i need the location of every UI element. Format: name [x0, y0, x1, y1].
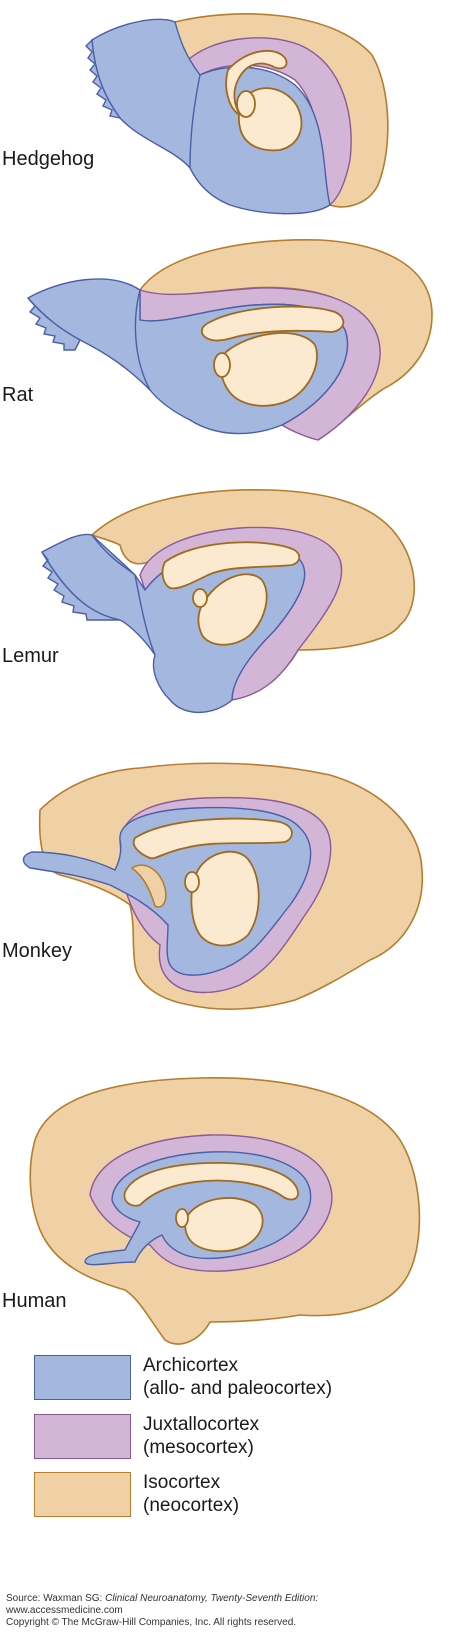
legend-text-juxtallocortex: Juxtallocortex (mesocortex): [143, 1413, 259, 1459]
hedgehog-sulcus: [189, 74, 201, 169]
human-inner-core: [184, 1197, 264, 1253]
monkey-inner-nucleus: [184, 871, 200, 893]
legend-archicortex-title: Archicortex: [143, 1355, 239, 1376]
lemur-inner-crescent: [161, 541, 301, 590]
lemur-inner-nucleus: [192, 588, 208, 608]
label-rat: Rat: [2, 384, 34, 406]
source-url: www.accessmedicine.com: [6, 1605, 123, 1616]
legend-swatch-juxtallocortex: [34, 1414, 131, 1459]
lemur-sulcus: [91, 534, 156, 656]
hedgehog-inner-nucleus: [236, 90, 256, 118]
rat-olfactory-edge: [27, 297, 81, 351]
lemur-olfactory-edge: [41, 551, 121, 621]
rat-brain: [26, 239, 433, 441]
legend-isocortex-subtitle: (neocortex): [143, 1495, 240, 1516]
label-human: Human: [2, 1290, 67, 1312]
legend-isocortex-title: Isocortex: [143, 1472, 221, 1493]
hedgehog-olfactory-edge: [85, 38, 122, 120]
monkey-inner-crescent: [132, 817, 293, 860]
human-brain: [29, 1077, 421, 1345]
rat-inner-core: [220, 332, 318, 407]
source-book-title: Clinical Neuroanatomy, Twenty-Seventh Ed…: [105, 1593, 319, 1604]
monkey-inner-core: [190, 850, 260, 947]
hedgehog-archicortex: [91, 18, 331, 215]
monkey-brain: [22, 762, 424, 1010]
rat-inner-crescent: [200, 305, 345, 342]
monkey-temporal-notch: [130, 864, 167, 908]
hedgehog-brain: [85, 13, 389, 215]
legend-swatch-archicortex: [34, 1355, 131, 1400]
source-prefix: Source: Waxman SG:: [6, 1593, 106, 1604]
legend-juxtallocortex-subtitle: (mesocortex): [143, 1437, 254, 1458]
rat-sulcus: [134, 289, 151, 391]
lemur-inner-core: [197, 573, 268, 646]
hedgehog-juxtallocortex: [187, 37, 352, 207]
source-copyright: Copyright © The McGraw-Hill Companies, I…: [6, 1617, 297, 1628]
legend-archicortex-subtitle: (allo- and paleocortex): [143, 1378, 333, 1399]
legend-text-isocortex: Isocortex (neocortex): [143, 1471, 239, 1517]
source-credit: Source: Waxman SG: Clinical Neuroanatomy…: [6, 1593, 318, 1629]
legend-swatch-isocortex: [34, 1472, 131, 1517]
label-monkey: Monkey: [2, 940, 73, 962]
label-hedgehog: Hedgehog: [2, 148, 95, 170]
rat-inner-nucleus: [213, 352, 231, 378]
human-inner-nucleus: [175, 1208, 189, 1228]
human-inner-crescent: [123, 1162, 299, 1207]
legend-juxtallocortex-title: Juxtallocortex: [143, 1414, 260, 1435]
lemur-brain: [41, 488, 416, 714]
label-lemur: Lemur: [2, 645, 59, 667]
legend-text-archicortex: Archicortex (allo- and paleocortex): [143, 1354, 332, 1400]
